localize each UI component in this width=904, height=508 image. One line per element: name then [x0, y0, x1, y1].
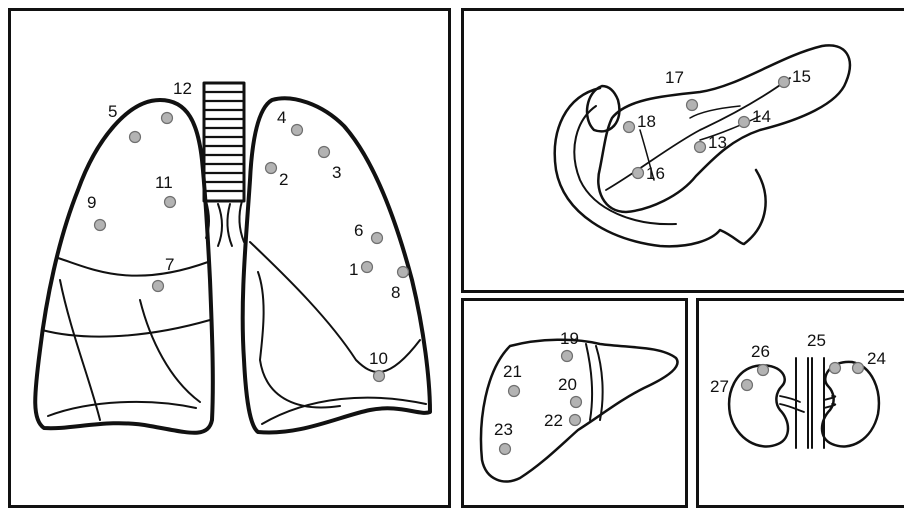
- marker-dot-17: [687, 100, 698, 111]
- marker-label-14: 14: [752, 107, 771, 126]
- right-lung-inner-line: [258, 272, 340, 407]
- marker-dot-25: [830, 363, 841, 374]
- trachea: [204, 83, 244, 246]
- marker-label-17: 17: [665, 68, 684, 87]
- right-kidney-outline: [729, 365, 788, 446]
- marker-dot-11: [165, 197, 176, 208]
- marker-dot-10: [374, 371, 385, 382]
- marker-label-7: 7: [165, 255, 174, 274]
- marker-label-24: 24: [867, 349, 886, 368]
- left-lung-fissure-oblique: [42, 320, 210, 337]
- marker-dot-14: [739, 117, 750, 128]
- marker-dot-1: [362, 262, 373, 273]
- marker-label-21: 21: [503, 362, 522, 381]
- marker-dot-5: [130, 132, 141, 143]
- left-kidney-outline: [822, 362, 879, 447]
- marker-label-25: 25: [807, 331, 826, 350]
- liver-lobe-divider: [586, 344, 603, 420]
- marker-label-2: 2: [279, 170, 288, 189]
- marker-dot-21: [509, 386, 520, 397]
- marker-label-1: 1: [349, 260, 358, 279]
- marker-dot-6: [372, 233, 383, 244]
- left-lung-base: [48, 402, 196, 416]
- marker-label-13: 13: [708, 133, 727, 152]
- marker-dot-4: [292, 125, 303, 136]
- marker-dot-15: [779, 77, 790, 88]
- marker-label-5: 5: [108, 102, 117, 121]
- marker-dot-27: [742, 380, 753, 391]
- marker-label-22: 22: [544, 411, 563, 430]
- marker-label-18: 18: [637, 112, 656, 131]
- marker-dot-8: [398, 267, 409, 278]
- left-lung-lobe-line: [60, 280, 200, 420]
- marker-label-6: 6: [354, 221, 363, 240]
- marker-label-9: 9: [87, 193, 96, 212]
- marker-label-15: 15: [792, 67, 811, 86]
- marker-dot-19: [562, 351, 573, 362]
- marker-label-8: 8: [391, 283, 400, 302]
- marker-dot-9: [95, 220, 106, 231]
- right-lung-outline: [243, 98, 430, 432]
- lungs-drawing: [35, 83, 430, 433]
- marker-dot-7: [153, 281, 164, 292]
- marker-label-27: 27: [710, 377, 729, 396]
- anatomy-diagram: 1 2 3 4 5 6 7 8 9 10 11 12 13 14 15 16 1…: [0, 0, 904, 495]
- marker-dot-13: [695, 142, 706, 153]
- marker-dot-3: [319, 147, 330, 158]
- aorta: [796, 358, 808, 448]
- marker-dot-18: [624, 122, 635, 133]
- marker-label-10: 10: [369, 349, 388, 368]
- marker-label-16: 16: [646, 164, 665, 183]
- marker-label-3: 3: [332, 163, 341, 182]
- left-lung-fissure-horizontal: [58, 258, 208, 276]
- marker-label-19: 19: [560, 329, 579, 348]
- marker-dot-12: [162, 113, 173, 124]
- marker-label-12: 12: [173, 79, 192, 98]
- right-lung-fissure: [250, 242, 420, 372]
- marker-label-4: 4: [277, 108, 286, 127]
- marker-label-26: 26: [751, 342, 770, 361]
- marker-dot-2: [266, 163, 277, 174]
- marker-dot-20: [571, 397, 582, 408]
- marker-label-11: 11: [155, 173, 173, 192]
- marker-dot-22: [570, 415, 581, 426]
- liver-outline: [481, 340, 678, 482]
- marker-label-23: 23: [494, 420, 513, 439]
- liver-drawing: [481, 340, 678, 482]
- marker-dot-26: [758, 365, 769, 376]
- marker-dot-16: [633, 168, 644, 179]
- marker-dot-23: [500, 444, 511, 455]
- marker-label-20: 20: [558, 375, 577, 394]
- marker-dot-24: [853, 363, 864, 374]
- left-lung-outline: [35, 100, 213, 433]
